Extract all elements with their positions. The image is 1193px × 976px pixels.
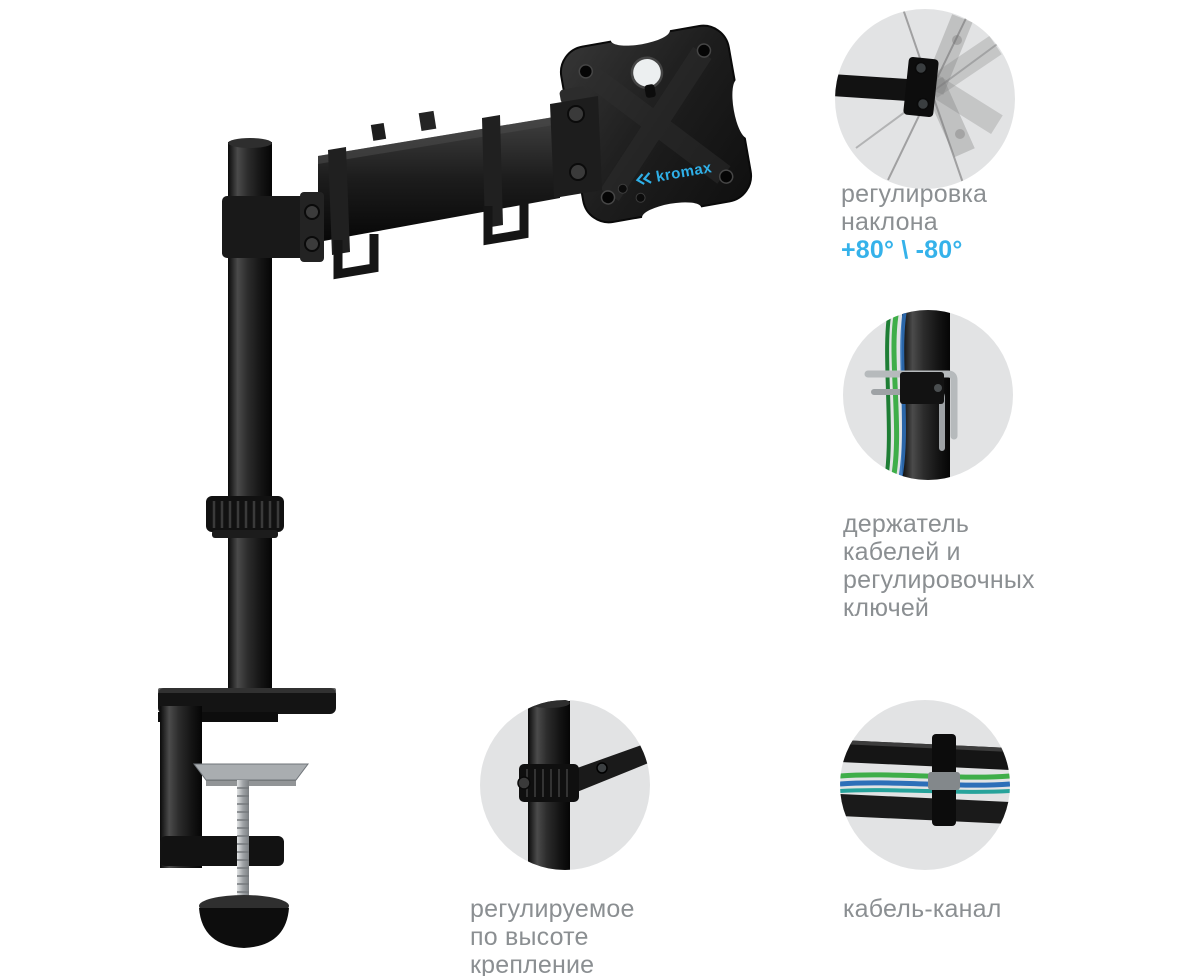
hex-key [864,370,958,440]
monitor-arm-product: kromax [158,24,753,948]
cable-holder-label-line: регулировочных [843,566,1035,594]
tilt-label-line: регулировка [841,180,988,208]
cable-holder-label-line: держатель [843,510,970,538]
cable-holder-label: держатель кабелей и регулировочных ключе… [843,510,1035,622]
cable-channel-label: кабель-канал [843,895,1002,923]
callout-tilt [835,9,1015,189]
tilt-label-line: наклона [841,208,938,236]
clamp-knob [199,895,289,948]
height-adjust-label-line: по высоте [470,923,589,951]
cable-holder-label-line: кабелей и [843,538,961,566]
cable-hanger-loop [333,234,379,280]
vesa-hole [718,169,734,184]
pole-bracket [222,192,324,262]
tilt-range-value: +80° \ -80° [841,236,963,264]
extension-arm [318,110,560,280]
clamp-screw [237,780,249,904]
pole-cap [228,138,272,148]
vesa-plate: kromax [559,24,753,224]
callout-cable-holder [843,310,1013,480]
vesa-hole [578,64,594,79]
cable-hanger-loop [483,200,529,246]
height-adjust-label-line: крепление [470,951,595,976]
vesa-hole [696,43,712,58]
cable-channel-label-line: кабель-канал [843,895,1002,923]
key-clip [900,372,944,404]
clamp-pressure-plate [193,763,309,786]
callout-height-adjust [480,700,650,870]
desk-clamp [158,688,336,948]
vesa-hole [600,190,616,205]
callout-cable-channel [840,700,1010,870]
height-adjust-label: регулируемое по высоте крепление [470,895,635,976]
tilt-label: регулировка наклона +80° \ -80° [841,180,987,264]
height-adjust-label-line: регулируемое [470,895,635,923]
cable-holder-label-line: ключей [843,594,930,622]
tilt-joint [550,86,602,198]
height-collar [206,496,284,538]
